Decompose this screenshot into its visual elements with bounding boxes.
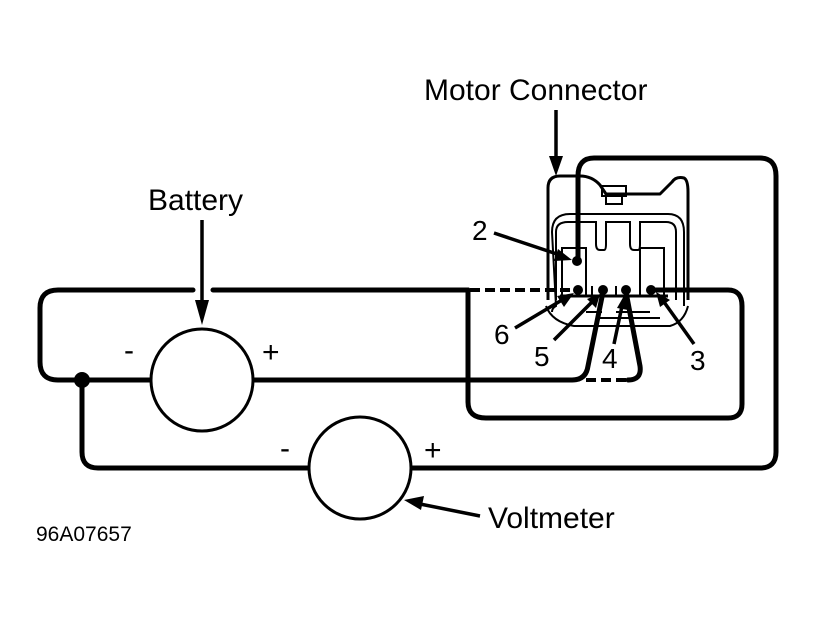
pin-label-3: 3 [690, 345, 706, 376]
wire-junction-node [74, 372, 90, 388]
pin-5-arrow-head-icon [587, 294, 600, 308]
pin-6-terminal [573, 285, 583, 295]
pin-3-arrow-head-icon [656, 292, 670, 307]
voltmeter-negative-sign: - [280, 432, 290, 465]
wire-pin-3-loop [465, 287, 745, 421]
wire-voltmeter-pos-to-pin-2 [409, 155, 779, 471]
voltmeter-arrow [419, 502, 481, 518]
wire-junction-to-voltmeter-neg [79, 377, 311, 471]
wire-battery-pos-to-pin-5 [251, 289, 606, 383]
wire-battery-neg-to-pin-6 [37, 287, 471, 383]
pin-label-2: 2 [472, 215, 488, 246]
pin-4-arrow-head-icon [617, 294, 628, 310]
motor-connector-label: Motor Connector [424, 74, 647, 107]
figure-code: 96A07657 [36, 523, 132, 546]
motor-connector-callout: Motor Connector [424, 74, 647, 176]
voltmeter-positive-sign: + [424, 434, 442, 467]
pin-label-6: 6 [494, 319, 510, 350]
voltmeter-symbol [307, 415, 413, 521]
pin-3-terminal [646, 285, 656, 295]
pin-6-arrow-head-icon [557, 293, 574, 307]
battery-label: Battery [148, 184, 243, 217]
pin-callouts: 2 6 5 4 3 [472, 215, 706, 376]
wire-pin-4-loop [623, 289, 643, 383]
voltmeter-label: Voltmeter [488, 502, 615, 535]
battery-symbol [149, 327, 255, 433]
voltmeter-arrow-head-icon [404, 496, 424, 510]
battery-arrow-head-icon [195, 300, 209, 325]
pin-label-5: 5 [534, 341, 550, 372]
voltmeter: - + Voltmeter [280, 415, 615, 535]
battery-negative-sign: - [124, 334, 134, 367]
wires [37, 155, 779, 471]
pin-2-arrow-head-icon [554, 249, 572, 261]
pin-label-4: 4 [602, 343, 618, 374]
battery: - + Battery [124, 184, 280, 433]
battery-positive-sign: + [262, 336, 280, 369]
motor-connector-arrow-head-icon [549, 156, 563, 176]
